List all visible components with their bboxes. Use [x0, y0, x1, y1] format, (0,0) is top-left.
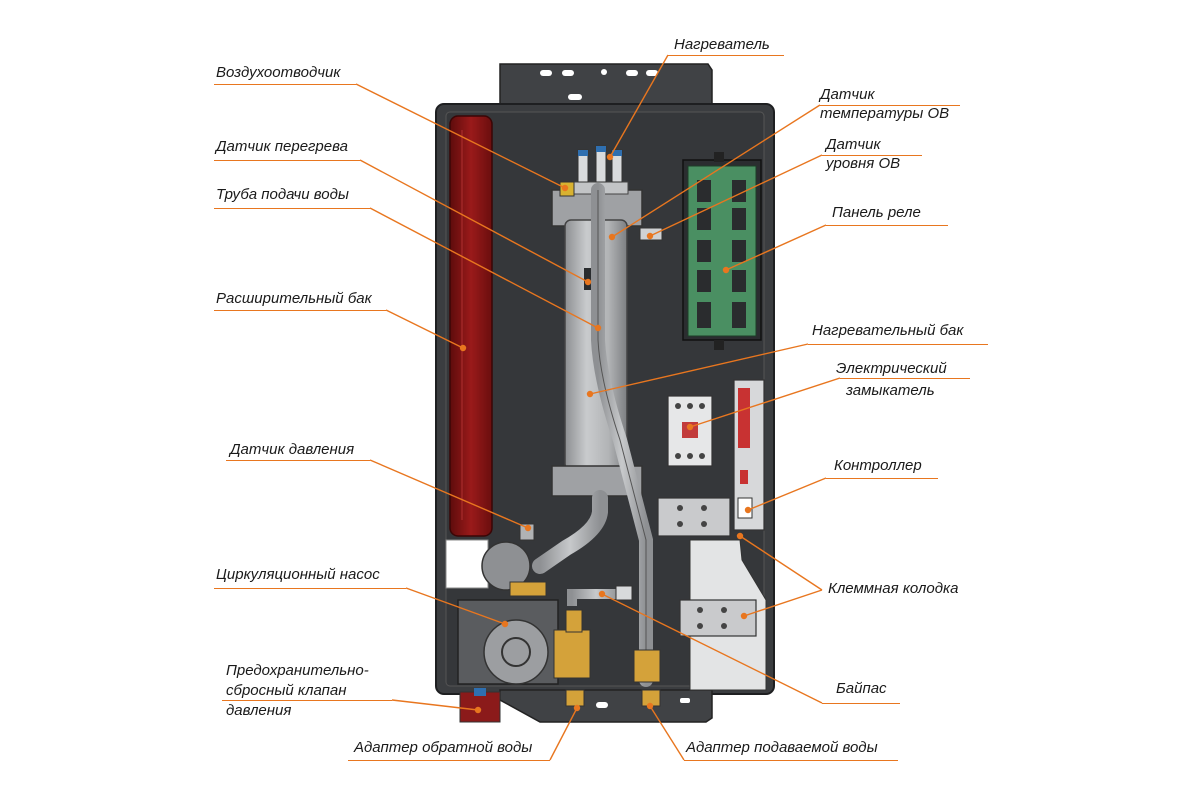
label-terminal-block: Клеммная колодка: [828, 580, 959, 597]
dot-air-vent: [561, 184, 569, 192]
terminal-blocks-shape: [657, 497, 767, 691]
leader-exp-tank: [385, 309, 464, 349]
dot-terminal-2: [740, 612, 748, 620]
dot-exp-tank: [459, 344, 467, 352]
label-temp-sensor-line1: Датчик: [820, 86, 875, 103]
expansion-tank-shape: [449, 115, 493, 537]
label-bypass: Байпас: [836, 680, 887, 697]
label-air-vent: Воздухоотводчик: [216, 64, 341, 81]
mounting-bracket-top: [499, 63, 713, 109]
pump-shape: [445, 523, 661, 685]
return-pipe-shape: [532, 490, 608, 574]
dot-pump: [501, 620, 509, 628]
underline-supply-adapter: [684, 760, 898, 761]
label-level-sensor-line1: Датчик: [826, 136, 881, 153]
label-contactor-line1: Электрический: [836, 360, 947, 377]
leader-supply-pipe: [369, 207, 599, 329]
label-expansion-tank: Расширительный бак: [216, 290, 372, 307]
dot-pressure: [524, 524, 532, 532]
dot-terminal-1: [736, 532, 744, 540]
dot-bypass: [598, 590, 606, 598]
underline-contactor: [840, 378, 970, 379]
label-supply-adapter: Адаптер подаваемой воды: [686, 739, 878, 756]
underline-water-supply-pipe: [214, 208, 370, 209]
adapters-shape: [459, 688, 661, 723]
label-return-adapter: Адаптер обратной воды: [354, 739, 533, 756]
underline-level-sensor: [822, 155, 922, 156]
dot-overheat: [584, 278, 592, 286]
leader-heater: [609, 54, 669, 158]
leader-heat-tank: [589, 343, 809, 395]
label-temp-sensor-line2: температуры ОВ: [820, 105, 950, 122]
label-heater: Нагреватель: [674, 36, 770, 53]
label-water-supply-pipe: Труба подачи воды: [216, 186, 349, 203]
contactor-shape: [667, 395, 713, 467]
underline-heating-tank: [808, 344, 988, 345]
leader-pump: [405, 587, 506, 625]
dot-controller: [744, 506, 752, 514]
label-overheat-sensor: Датчик перегрева: [216, 138, 348, 155]
label-pressure-sensor: Датчик давления: [230, 441, 355, 458]
leader-supply: [649, 705, 685, 761]
dot-heater: [606, 153, 614, 161]
label-safety-valve-line3: давления: [226, 702, 292, 719]
dot-return: [573, 704, 581, 712]
leader-terminal-2: [743, 589, 823, 617]
underline-circulation-pump: [214, 588, 406, 589]
label-circulation-pump: Циркуляционный насос: [216, 566, 380, 583]
leader-contactor: [689, 377, 841, 428]
underline-controller: [826, 478, 938, 479]
leader-level: [649, 154, 823, 237]
leader-bypass: [601, 593, 823, 704]
dot-relay: [722, 266, 730, 274]
label-safety-valve-line2: сбросный клапан: [226, 682, 347, 699]
underline-temp-sensor: [820, 105, 960, 106]
label-heating-tank: Нагревательный бак: [812, 322, 964, 339]
leader-overheat: [359, 159, 589, 283]
underline-return-adapter: [348, 760, 550, 761]
dot-supply-pipe: [594, 324, 602, 332]
label-safety-valve-line1: Предохранительно-: [226, 662, 369, 679]
supply-pipe-shape: [591, 183, 653, 687]
dot-heat-tank: [586, 390, 594, 398]
underline-pressure-sensor: [226, 460, 370, 461]
underline-overheat-sensor: [214, 160, 360, 161]
leader-pressure: [369, 459, 529, 529]
label-contactor-line2: замыкатель: [846, 382, 935, 399]
leader-return: [549, 707, 578, 761]
dot-safety-valve: [474, 706, 482, 714]
underline-air-vent: [214, 84, 356, 85]
leader-terminal-1: [739, 535, 823, 591]
label-relay-panel: Панель реле: [832, 204, 921, 221]
underline-bypass: [822, 703, 900, 704]
leader-controller: [747, 477, 827, 511]
dot-temp-sensor: [608, 233, 616, 241]
leader-safety-valve: [391, 699, 479, 711]
dot-level: [646, 232, 654, 240]
dot-contactor: [686, 423, 694, 431]
leader-temp-sensor: [611, 104, 821, 238]
dot-supply: [646, 702, 654, 710]
underline-relay-panel: [826, 225, 948, 226]
label-controller: Контроллер: [834, 457, 922, 474]
leader-air-vent: [355, 83, 566, 189]
leader-relay: [725, 224, 827, 271]
underline-heater: [668, 55, 784, 56]
label-level-sensor-line2: уровня ОВ: [826, 155, 901, 172]
underline-expansion-tank: [214, 310, 386, 311]
underline-safety-valve: [222, 700, 392, 701]
